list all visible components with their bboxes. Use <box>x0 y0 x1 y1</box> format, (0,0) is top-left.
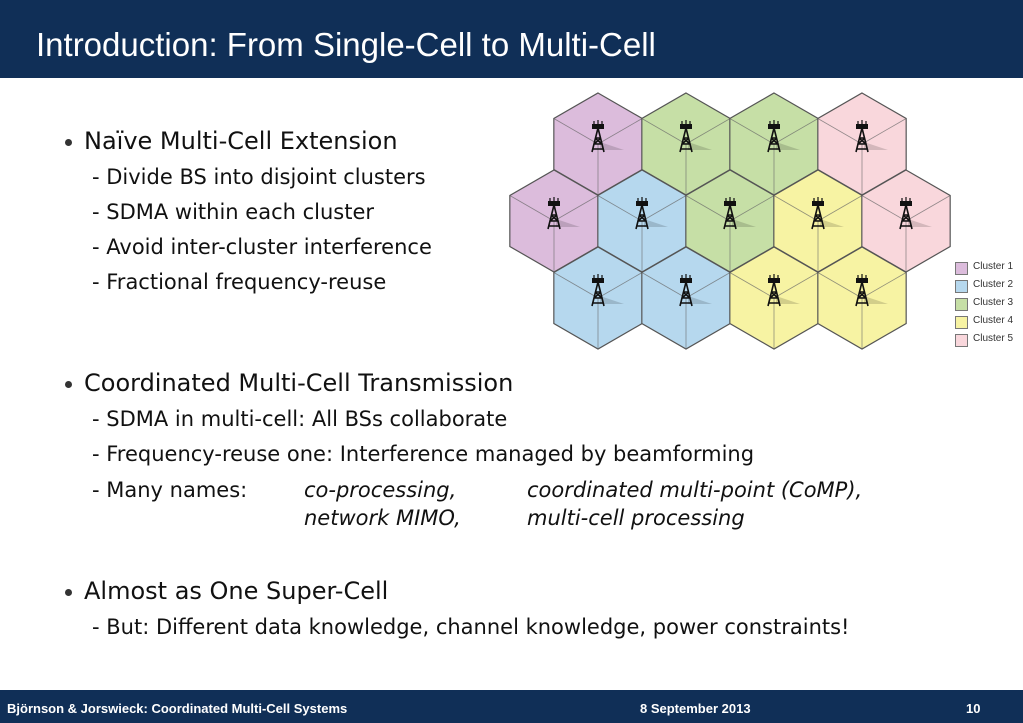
bullet-1-sub-2: - SDMA within each cluster <box>92 200 375 224</box>
alt-name-3: network MIMO, <box>304 506 461 530</box>
bullet-3: Almost as One Super-Cell <box>84 577 389 605</box>
base-station-icon <box>591 120 624 153</box>
base-station-icon <box>635 197 668 230</box>
hex-cell <box>509 169 599 273</box>
base-station-icon <box>899 197 932 230</box>
base-station-icon <box>767 120 800 153</box>
hex-cell <box>729 246 819 350</box>
hex-cell <box>685 169 775 273</box>
bullet-dot <box>65 139 72 146</box>
base-station-icon <box>679 120 712 153</box>
bullet-2-sub-1: - SDMA in multi-cell: All BSs collaborat… <box>92 407 508 431</box>
bullet-1-sub-1: - Divide BS into disjoint clusters <box>92 165 426 189</box>
alt-name-4: multi-cell processing <box>527 506 745 530</box>
footer-page-number: 10 <box>966 701 981 716</box>
bullet-2-sub-3: - Many names: <box>92 478 248 502</box>
legend-swatch <box>955 298 968 311</box>
bullet-1-sub-3: - Avoid inter-cluster interference <box>92 235 432 259</box>
base-station-icon <box>855 274 888 307</box>
base-station-icon <box>547 197 580 230</box>
base-station-icon <box>811 197 844 230</box>
hex-cell <box>641 92 731 196</box>
alt-name-2: coordinated multi-point (CoMP), <box>527 478 863 502</box>
legend-swatch <box>955 280 968 293</box>
hex-cell <box>861 169 951 273</box>
alt-name-1: co-processing, <box>304 478 457 502</box>
legend-label: Cluster 1 <box>973 261 1014 272</box>
bullet-1: Naïve Multi-Cell Extension <box>84 127 398 155</box>
base-station-icon <box>679 274 712 307</box>
bullet-3-sub-1: - But: Different data knowledge, channel… <box>92 615 850 639</box>
legend-label: Cluster 5 <box>973 333 1014 344</box>
footer-date: 8 September 2013 <box>640 701 751 716</box>
legend-swatch <box>955 262 968 275</box>
hex-cell <box>641 246 731 350</box>
footer-authors: Björnson & Jorswieck: Coordinated Multi-… <box>7 701 348 716</box>
legend-swatch <box>955 316 968 329</box>
legend-label: Cluster 2 <box>973 279 1014 290</box>
footer-bar: Björnson & Jorswieck: Coordinated Multi-… <box>0 690 1023 723</box>
hex-cell <box>553 246 643 350</box>
bullet-1-sub-4: - Fractional frequency-reuse <box>92 270 387 294</box>
bullet-2: Coordinated Multi-Cell Transmission <box>84 369 514 397</box>
base-station-icon <box>723 197 756 230</box>
base-station-icon <box>767 274 800 307</box>
bullet-2-sub-2: - Frequency-reuse one: Interference mana… <box>92 442 755 466</box>
bullet-dot <box>65 381 72 388</box>
bullet-dot <box>65 589 72 596</box>
legend-label: Cluster 3 <box>973 297 1014 308</box>
title-bar: Introduction: From Single-Cell to Multi-… <box>0 0 1023 78</box>
base-station-icon <box>591 274 624 307</box>
legend-swatch <box>955 334 968 347</box>
slide-title: Introduction: From Single-Cell to Multi-… <box>36 26 656 63</box>
hex-cell <box>817 246 907 350</box>
hex-cell-figure <box>509 92 951 350</box>
legend-label: Cluster 4 <box>973 315 1014 326</box>
base-station-icon <box>855 120 888 153</box>
